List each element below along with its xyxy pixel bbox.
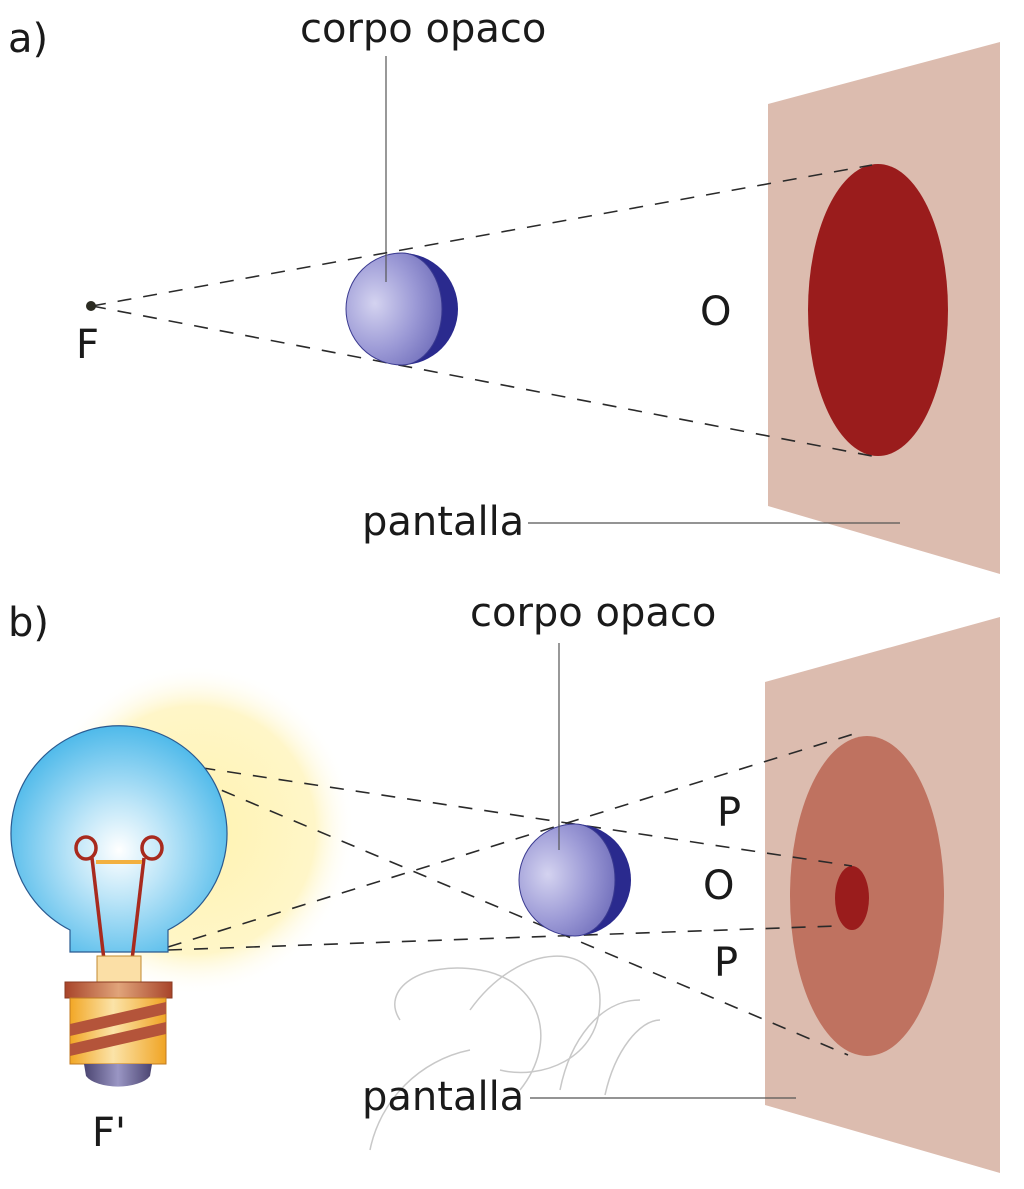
panel-b-ray-3 <box>167 731 861 948</box>
panel-a-object-label: corpo opaco <box>300 6 546 52</box>
panel-a-source-label: F <box>76 322 99 368</box>
panel-b-label: b) <box>8 600 49 646</box>
panel-a-point-source <box>86 301 96 311</box>
panel-a-umbra-label: O <box>700 289 731 335</box>
panel-b: b) corpo opaco <box>8 590 1000 1173</box>
watermark <box>369 955 661 1151</box>
panel-a-label: a) <box>8 16 48 62</box>
panel-a-ray-bottom <box>91 305 873 457</box>
panel-b-object-label: corpo opaco <box>470 590 716 636</box>
panel-b-penumbra-label-bottom: P <box>714 940 738 986</box>
panel-b-ray-4 <box>167 925 837 951</box>
panel-b-umbra <box>835 866 869 930</box>
panel-b-umbra-label: O <box>703 863 734 909</box>
panel-a: a) corpo opaco F O pantalla <box>8 6 1000 574</box>
panel-b-opaque-sphere <box>518 823 631 937</box>
panel-b-ray-2 <box>149 759 849 1056</box>
panel-b-screen-label: pantalla <box>362 1074 524 1120</box>
panel-a-umbra <box>808 164 948 456</box>
panel-a-opaque-sphere <box>345 252 458 366</box>
panel-b-source-label: F' <box>92 1110 126 1156</box>
light-bulb-icon <box>10 725 228 1087</box>
panel-b-penumbra-label-top: P <box>717 790 741 836</box>
panel-a-ray-top <box>91 164 873 307</box>
panel-a-screen-label: pantalla <box>362 499 524 545</box>
